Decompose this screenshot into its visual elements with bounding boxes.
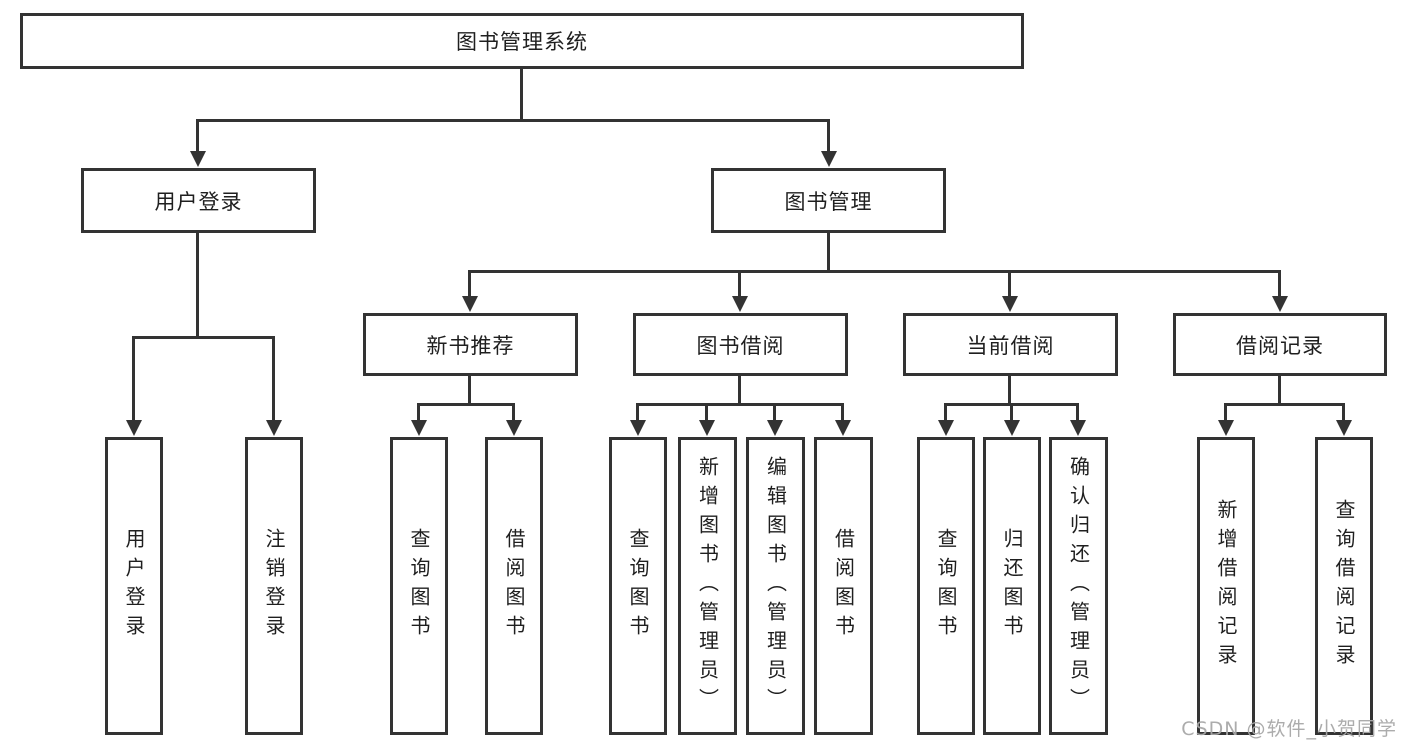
arrow-down-icon [699,420,715,436]
leaf-confirm-return-admin-label: 确认归还（管理员） [1066,455,1091,717]
connector-line [1278,376,1281,403]
arrow-down-icon [1218,420,1234,436]
leaf-add-borrow-record-label: 新增借阅记录 [1214,499,1238,673]
arrow-down-icon [1272,296,1288,312]
connector-line [773,403,776,420]
leaf-borrow-book-1-label: 借阅图书 [502,528,526,644]
leaf-query-book-3-label: 查询图书 [934,528,958,644]
leaf-user-login: 用户登录 [105,437,163,735]
arrow-down-icon [630,420,646,436]
node-current-borrow-label: 当前借阅 [966,333,1055,358]
leaf-logout: 注销登录 [245,437,303,735]
arrow-down-icon [1004,420,1020,436]
connector-line [132,336,135,420]
connector-line [196,233,199,336]
connector-line [468,376,471,403]
connector-line [705,403,708,420]
node-root-label: 图书管理系统 [456,30,588,54]
leaf-user-login-label: 用户登录 [122,528,146,644]
connector-line [738,270,741,296]
connector-line [738,376,741,403]
leaf-return-book-label: 归还图书 [1000,528,1024,644]
node-user-login: 用户登录 [81,168,316,233]
node-book-borrow: 图书借阅 [633,313,848,376]
node-user-login-label: 用户登录 [154,189,243,214]
arrow-down-icon [938,420,954,436]
leaf-edit-book-admin: 编辑图书（管理员） [746,437,805,735]
leaf-add-book-admin-label: 新增图书（管理员） [695,455,720,717]
leaf-query-book-1-label: 查询图书 [407,528,431,644]
leaf-query-book-2-label: 查询图书 [626,528,650,644]
connector-line [417,403,420,420]
arrow-down-icon [732,296,748,312]
leaf-logout-label: 注销登录 [262,528,286,644]
arrow-down-icon [190,151,206,167]
leaf-return-book: 归还图书 [983,437,1041,735]
leaf-query-book-1: 查询图书 [390,437,448,735]
arrow-down-icon [506,420,522,436]
leaf-borrow-book-2-label: 借阅图书 [831,528,856,644]
connector-line [196,119,830,122]
arrow-down-icon [266,420,282,436]
leaf-query-book-2: 查询图书 [609,437,667,735]
connector-line [1010,403,1013,420]
connector-line [196,119,199,151]
leaf-add-borrow-record: 新增借阅记录 [1197,437,1255,735]
arrow-down-icon [462,296,478,312]
arrow-down-icon [821,151,837,167]
connector-line [417,403,515,406]
leaf-query-borrow-record-label: 查询借阅记录 [1332,499,1356,673]
connector-line [1278,270,1281,296]
arrow-down-icon [411,420,427,436]
node-borrow-records: 借阅记录 [1173,313,1387,376]
node-borrow-records-label: 借阅记录 [1236,333,1324,358]
connector-line [512,403,515,420]
connector-line [1008,376,1011,403]
connector-line [827,119,830,151]
leaf-borrow-book-2: 借阅图书 [814,437,873,735]
arrow-down-icon [1002,296,1018,312]
node-book-mgmt-label: 图书管理 [784,189,873,214]
arrow-down-icon [767,420,783,436]
arrow-down-icon [835,420,851,436]
connector-line [1076,403,1079,420]
leaf-borrow-book-1: 借阅图书 [485,437,543,735]
node-current-borrow: 当前借阅 [903,313,1118,376]
watermark: CSDN @软件_小贺同学 [1181,718,1397,740]
connector-line [468,270,471,296]
connector-line [944,403,947,420]
connector-line [1224,403,1227,420]
arrow-down-icon [1336,420,1352,436]
connector-line [1224,403,1345,406]
connector-line [827,233,830,270]
connector-line [1008,270,1011,296]
leaf-edit-book-admin-label: 编辑图书（管理员） [763,455,788,717]
leaf-query-book-3: 查询图书 [917,437,975,735]
connector-line [1342,403,1345,420]
leaf-confirm-return-admin: 确认归还（管理员） [1049,437,1108,735]
connector-line [468,270,1281,273]
connector-line [841,403,844,420]
connector-line [636,403,639,420]
connector-line [520,69,523,119]
leaf-query-borrow-record: 查询借阅记录 [1315,437,1373,735]
node-book-mgmt: 图书管理 [711,168,946,233]
connector-line [636,403,844,406]
connector-line [132,336,275,339]
node-book-borrow-label: 图书借阅 [696,333,785,358]
arrow-down-icon [126,420,142,436]
leaf-add-book-admin: 新增图书（管理员） [678,437,737,735]
arrow-down-icon [1070,420,1086,436]
connector-line [272,336,275,420]
node-root: 图书管理系统 [20,13,1024,69]
node-new-book-rec-label: 新书推荐 [426,333,515,358]
node-new-book-rec: 新书推荐 [363,313,578,376]
